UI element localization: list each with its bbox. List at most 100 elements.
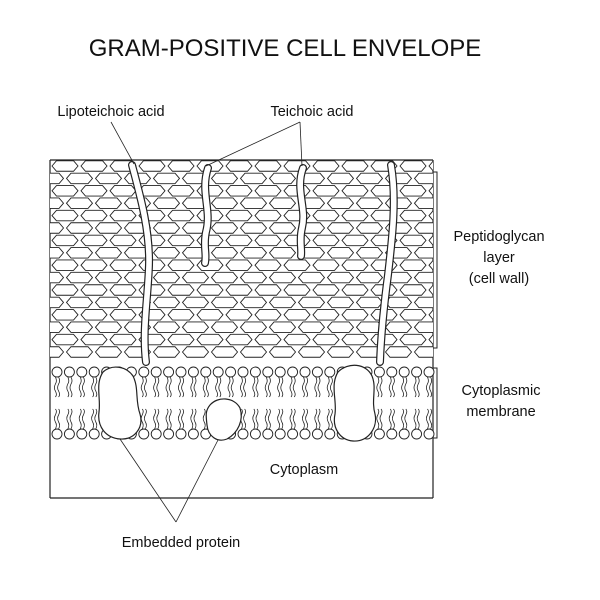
phospholipid-tail: [190, 376, 194, 398]
phospholipid-tail: [202, 408, 206, 430]
peptidoglycan-cell: [268, 197, 297, 209]
peptidoglycan-cell: [80, 284, 108, 296]
phospholipid-tail: [305, 376, 308, 398]
peptidoglycan-cell: [312, 234, 340, 247]
phospholipid-tail: [429, 376, 432, 398]
phospholipid-head: [138, 428, 150, 440]
peptidoglycan-cell: [94, 247, 123, 259]
peptidoglycan-cell: [152, 271, 181, 284]
peptidoglycan-cell: [225, 309, 253, 321]
peptidoglycan-cell: [50, 321, 65, 333]
phospholipid-head: [88, 428, 100, 440]
peptidoglycan-cell: [65, 321, 94, 333]
peptidoglycan-cell: [80, 160, 108, 172]
peptidoglycan-cell: [210, 222, 239, 234]
peptidoglycan-cell: [268, 172, 297, 185]
peptidoglycan-cell: [341, 259, 369, 271]
peptidoglycan-cell: [196, 309, 224, 321]
phospholipid-head: [175, 366, 187, 378]
peptidoglycan-cell: [94, 222, 123, 234]
peptidoglycan-cell: [94, 321, 123, 333]
label-cytoplasmic-line2: membrane: [466, 404, 535, 420]
peptidoglycan-cell: [428, 309, 433, 321]
diagram-title: GRAM-POSITIVE CELL ENVELOPE: [89, 35, 482, 62]
phospholipid-tail: [379, 376, 383, 398]
peptidoglycan-cell: [413, 321, 433, 333]
peptidoglycan-cell: [341, 234, 369, 247]
phospholipid-head: [200, 366, 212, 378]
phospholipid-head: [76, 428, 88, 440]
peptidoglycan-cell: [80, 209, 108, 222]
phospholipid-head: [287, 366, 299, 378]
phospholipid-head: [187, 428, 199, 440]
phospholipid-head: [386, 366, 398, 378]
phospholipid-head: [225, 366, 237, 378]
phospholipid-tail: [82, 408, 85, 430]
peptidoglycan-cell: [51, 185, 79, 197]
phospholipid-head: [63, 428, 75, 440]
phospholipid-tail: [255, 408, 259, 430]
phospholipid-head: [287, 428, 299, 440]
label-lipoteichoic-acid: Lipoteichoic acid: [57, 104, 164, 120]
phospholipid-head: [163, 428, 175, 440]
phospholipid-tail: [178, 408, 181, 430]
peptidoglycan-cell: [254, 259, 282, 271]
peptidoglycan-cell: [210, 247, 239, 259]
peptidoglycan-cell: [254, 185, 282, 197]
peptidoglycan-cell: [413, 271, 433, 284]
peptidoglycan-cell: [138, 160, 166, 172]
peptidoglycan-cell: [355, 271, 384, 284]
phospholipid-head: [386, 428, 398, 440]
peptidoglycan-cell: [384, 296, 413, 309]
peptidoglycan-cell: [225, 333, 253, 346]
peptidoglycan-mesh: [23, 160, 433, 358]
phospholipid-tail: [404, 408, 408, 430]
embedded-protein-middle: [205, 398, 242, 441]
peptidoglycan-cell: [23, 334, 49, 345]
lipoteichoic-acid-strand-left-core: [129, 162, 152, 365]
phospholipid-tail: [91, 376, 94, 398]
peptidoglycan-cell: [355, 222, 384, 234]
peptidoglycan-cell: [355, 172, 384, 185]
phospholipid-tail: [181, 408, 184, 430]
peptidoglycan-cell: [109, 259, 137, 271]
peptidoglycan-cell: [239, 296, 268, 309]
peptidoglycan-cell: [23, 186, 49, 197]
peptidoglycan-cell: [399, 309, 427, 321]
peptidoglycan-cell: [50, 172, 65, 185]
peptidoglycan-cell: [254, 234, 282, 247]
peptidoglycan-cell: [384, 197, 413, 209]
phospholipid-head: [187, 366, 199, 378]
peptidoglycan-cell: [399, 209, 427, 222]
teichoic-acid-strand-right-core: [297, 165, 307, 259]
peptidoglycan-cell: [239, 321, 268, 333]
phospholipid-head: [262, 366, 274, 378]
peptidoglycan-cell: [210, 346, 239, 358]
phospholipid-head: [237, 366, 249, 378]
peptidoglycan-cell: [225, 284, 253, 296]
phospholipid-head: [51, 428, 63, 440]
lipid-bilayer: [51, 366, 435, 440]
peptidoglycan-cell: [399, 259, 427, 271]
peptidoglycan-cell: [210, 271, 239, 284]
phospholipid-tail: [302, 376, 305, 398]
phospholipid-tail: [277, 376, 280, 398]
peptidoglycan-cell: [181, 321, 210, 333]
peptidoglycan-cell: [413, 197, 433, 209]
phospholipid-tail: [330, 408, 333, 430]
peptidoglycan-cell: [50, 197, 65, 209]
peptidoglycan-cell: [268, 271, 297, 284]
phospholipid-tail: [153, 376, 156, 398]
peptidoglycan-cell: [268, 247, 297, 259]
peptidoglycan-cell: [297, 271, 326, 284]
label-cytoplasmic-line1: Cytoplasmic: [462, 383, 541, 399]
peptidoglycan-cell: [283, 284, 311, 296]
embedded-protein-left: [98, 366, 142, 440]
label-peptidoglycan-line2: layer: [483, 250, 515, 266]
phospholipid-tail: [376, 376, 380, 398]
phospholipid-tail: [94, 408, 98, 430]
peptidoglycan-cell: [312, 284, 340, 296]
peptidoglycan-cell: [152, 172, 181, 185]
phospholipid-tail: [280, 408, 284, 430]
phospholipid-head: [299, 428, 311, 440]
